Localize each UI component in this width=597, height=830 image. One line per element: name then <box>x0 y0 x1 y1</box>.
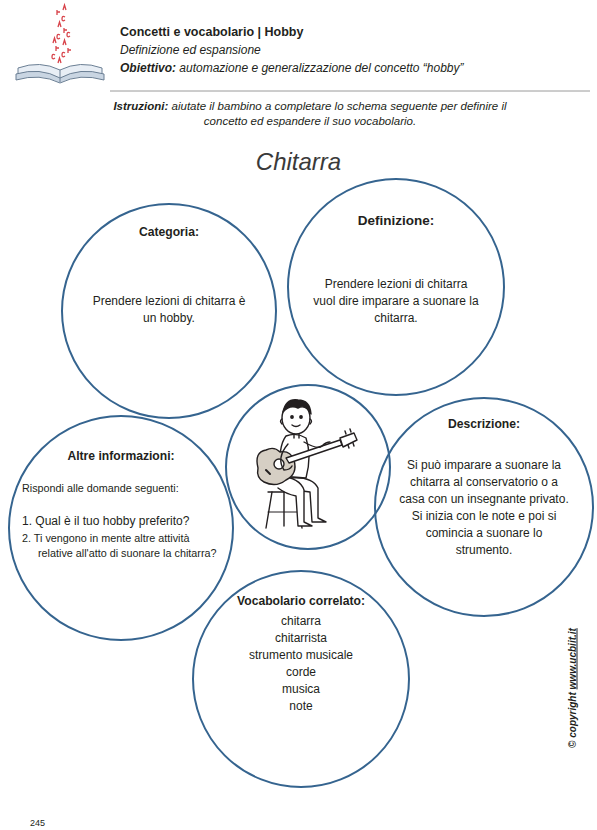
header-line: Definizione ed espansione <box>120 43 261 57</box>
objective-text: automazione e generalizzazione del conce… <box>179 61 463 75</box>
header-line: Concetti e vocabolario | Hobby <box>120 25 303 39</box>
vocabulary-word: note <box>222 698 380 715</box>
page-number: 245 <box>30 818 45 828</box>
circle-heading: Categoria: <box>91 225 247 240</box>
header-title: Concetti e vocabolario | Hobby <box>120 25 303 39</box>
vocabulary-word: strumento musicale <box>222 647 380 664</box>
vocabulary-word: chitarrista <box>222 630 380 647</box>
instructions-label: Istruzioni: <box>113 100 168 112</box>
concept-circle: Definizione: Prendere lezioni di chitarra… <box>287 178 505 396</box>
header-rule <box>110 91 590 92</box>
copyright-mark: © copyright <box>567 692 578 748</box>
book-icon <box>16 5 104 83</box>
circle-body: Si può imparare a suonare la chitarra al… <box>396 457 572 559</box>
concept-circle: Vocabolario correlato: chitarrachitarrist… <box>192 570 410 788</box>
circle-body: Rispondi alle domande seguenti: <box>22 481 227 496</box>
picture-circle <box>226 385 390 549</box>
diagram-title: Chitarra <box>0 148 597 176</box>
objective-label: Obiettivo: <box>120 61 176 75</box>
instructions-text: aiutate il bambino a completare lo schem… <box>172 100 507 127</box>
circle-heading: Vocabolario correlato: <box>212 594 390 609</box>
circle-heading: Descrizione: <box>402 417 566 432</box>
page-number: 245 <box>30 818 45 828</box>
copyright: © copyright www.ucbiit.it <box>567 628 578 748</box>
instructions: Istruzioni: aiutate il bambino a complet… <box>95 99 525 129</box>
copyright-url: www.ucbiit.it <box>567 628 578 689</box>
question: 1. Qual è il tuo hobby preferito? <box>22 513 227 530</box>
circle-body: Prendere lezioni di chitarra vuol dire i… <box>313 276 479 327</box>
concept-circle: Categoria: Prendere lezioni di chitarra è… <box>61 203 277 419</box>
header-line: Obiettivo: automazione e generalizzazion… <box>120 61 464 75</box>
guitar-boy <box>257 400 357 528</box>
header-subtitle: Definizione ed espansione <box>120 43 261 57</box>
circle-heading: Altre informazioni: <box>26 449 216 464</box>
circle-body: Prendere lezioni di chitarra è un hobby. <box>89 293 249 327</box>
circle-heading: Definizione: <box>317 212 475 229</box>
vocabulary-word: corde <box>222 664 380 681</box>
question: 2. Ti vengono in mente altre attività re… <box>22 531 222 561</box>
concept-circle: Descrizione: Si può imparare a suonare la… <box>374 397 594 617</box>
concept-circle: Altre informazioni: Rispondi alle domande… <box>8 415 234 641</box>
vocabulary-word: musica <box>222 681 380 698</box>
vocabulary-word: chitarra <box>222 613 380 630</box>
